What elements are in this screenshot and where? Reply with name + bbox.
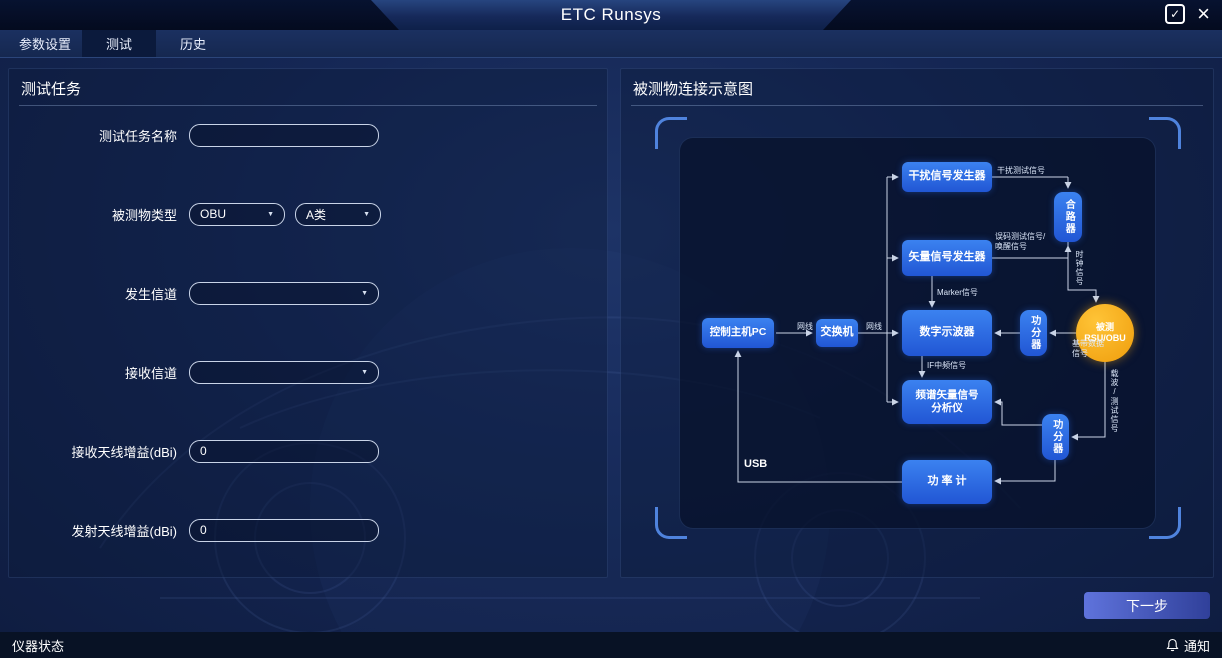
panel-title-test-task: 测试任务 — [21, 81, 82, 98]
form-row-receive-channel: 接收信道 ▼ — [9, 360, 379, 384]
chevron-down-icon: ▼ — [363, 210, 370, 218]
next-step-button[interactable]: 下一步 — [1084, 592, 1210, 619]
label-carrier-test-signal: 载波/测试信号 — [1110, 369, 1119, 433]
label-error-test-signal: 误码测试信号/ 唤醒信号 — [995, 232, 1045, 252]
node-spectrum-analyzer: 频谱矢量信号 分析仪 — [902, 380, 992, 424]
node-power-divider-top: 功分器 — [1020, 310, 1047, 356]
corner-bracket-bottom-left — [655, 507, 687, 539]
spectrum-analyzer-line1: 频谱矢量信号 — [915, 388, 979, 401]
node-oscilloscope: 数字示波器 — [902, 310, 992, 356]
label-if-signal: IF中频信号 — [927, 361, 967, 370]
connection-lines — [734, 173, 1106, 485]
window-controls: ✓ × — [1165, 1, 1210, 26]
node-network-switch: 交换机 — [816, 319, 858, 347]
status-bar: 仪器状态 通知 — [0, 632, 1222, 658]
label-error-test-signal-line1: 误码测试信号/ — [995, 232, 1046, 241]
label-baseband-signal: 基带数据 信号 — [1072, 339, 1104, 359]
divider — [631, 105, 1203, 106]
corner-bracket-bottom-right — [1149, 507, 1181, 539]
tx-gain-input[interactable] — [189, 518, 379, 542]
label-lan-left: 网线 — [797, 322, 813, 331]
node-combiner: 合路器 — [1054, 192, 1082, 242]
form-row-tx-gain: 发射天线增益(dBi) — [9, 518, 379, 542]
label-lan-right: 网线 — [866, 322, 882, 331]
dut-class-select[interactable]: A类 ▼ — [295, 202, 381, 226]
connection-diagram-panel: 被测物连接示意图 — [620, 68, 1214, 578]
check-glyph: ✓ — [1170, 7, 1181, 21]
node-dut-rsu-obu: 被测 RSU/OBU — [1076, 304, 1134, 362]
chevron-down-icon: ▼ — [267, 210, 274, 218]
test-task-panel: 测试任务 测试任务名称 被测物类型 OBU ▼ A类 ▼ 发生信道 — [8, 68, 608, 578]
label-baseband-line1: 基带数据 — [1072, 339, 1104, 348]
corner-bracket-top-right — [1149, 117, 1181, 149]
label-baseband-line2: 信号 — [1072, 349, 1088, 358]
dut-label-line2: RSU/OBU — [1084, 333, 1126, 343]
rx-gain-label: 接收天线增益(dBi) — [71, 444, 177, 460]
dut-type-label: 被测物类型 — [111, 207, 177, 223]
window-check-icon[interactable]: ✓ — [1165, 4, 1186, 24]
dut-type-value: OBU — [200, 207, 227, 221]
notification-label: 通知 — [1183, 638, 1210, 654]
window-close-icon[interactable]: × — [1197, 1, 1210, 26]
form-row-rx-gain: 接收天线增益(dBi) — [9, 439, 379, 463]
spectrum-analyzer-line2: 分析仪 — [931, 402, 963, 414]
main-content: 测试任务 测试任务名称 被测物类型 OBU ▼ A类 ▼ 发生信道 — [0, 58, 1222, 632]
generate-channel-select[interactable]: ▼ — [189, 281, 379, 305]
node-power-meter: 功 率 计 — [902, 460, 992, 504]
form-row-dut-type: 被测物类型 OBU ▼ A类 ▼ — [9, 202, 381, 226]
tx-gain-label: 发射天线增益(dBi) — [71, 523, 177, 539]
node-power-divider-bottom: 功分器 — [1042, 414, 1069, 460]
receive-channel-label: 接收信道 — [124, 365, 177, 381]
tab-bar: 参数设置 测试 历史 — [0, 30, 1222, 58]
bell-icon — [1166, 638, 1179, 652]
form-row-task-name: 测试任务名称 — [9, 123, 379, 147]
dut-label-line1: 被测 — [1095, 322, 1114, 333]
rx-gain-input[interactable] — [189, 439, 379, 463]
label-error-test-signal-line2: 唤醒信号 — [995, 242, 1027, 251]
chevron-down-icon: ▼ — [361, 289, 368, 297]
task-name-label: 测试任务名称 — [98, 128, 177, 144]
node-control-pc: 控制主机PC — [702, 318, 774, 348]
dut-class-value: A类 — [306, 207, 327, 222]
form-row-generate-channel: 发生信道 ▼ — [9, 281, 379, 305]
label-marker-signal: Marker信号 — [937, 288, 978, 297]
node-interference-generator: 干扰信号发生器 — [902, 162, 992, 192]
panel-title-connection-diagram: 被测物连接示意图 — [633, 81, 754, 98]
notification-button[interactable]: 通知 — [1166, 636, 1210, 655]
corner-bracket-top-left — [655, 117, 687, 149]
label-interference-test-signal: 干扰测试信号 — [997, 166, 1045, 175]
chevron-down-icon: ▼ — [361, 368, 368, 376]
task-name-input[interactable] — [189, 123, 379, 147]
tab-history[interactable]: 历史 — [179, 37, 206, 52]
title-banner: ETC Runsys — [371, 0, 851, 30]
connection-diagram: 干扰信号发生器 合路器 矢量信号发生器 数字示波器 控制主机PC 交换机 功分器… — [679, 137, 1156, 529]
node-vector-generator: 矢量信号发生器 — [902, 240, 992, 276]
app-title: ETC Runsys — [560, 5, 662, 24]
tab-parameter-settings[interactable]: 参数设置 — [18, 37, 71, 52]
divider — [19, 105, 597, 106]
title-bar: ETC Runsys ✓ × — [0, 0, 1222, 30]
instrument-status-toggle[interactable]: 仪器状态 — [12, 638, 65, 654]
receive-channel-select[interactable]: ▼ — [189, 360, 379, 384]
generate-channel-label: 发生信道 — [124, 286, 177, 302]
label-clock-signal: 时钟信号 — [1075, 250, 1084, 286]
tab-test[interactable]: 测试 — [82, 30, 156, 57]
dut-type-select[interactable]: OBU ▼ — [189, 202, 285, 226]
label-usb: USB — [744, 458, 768, 470]
